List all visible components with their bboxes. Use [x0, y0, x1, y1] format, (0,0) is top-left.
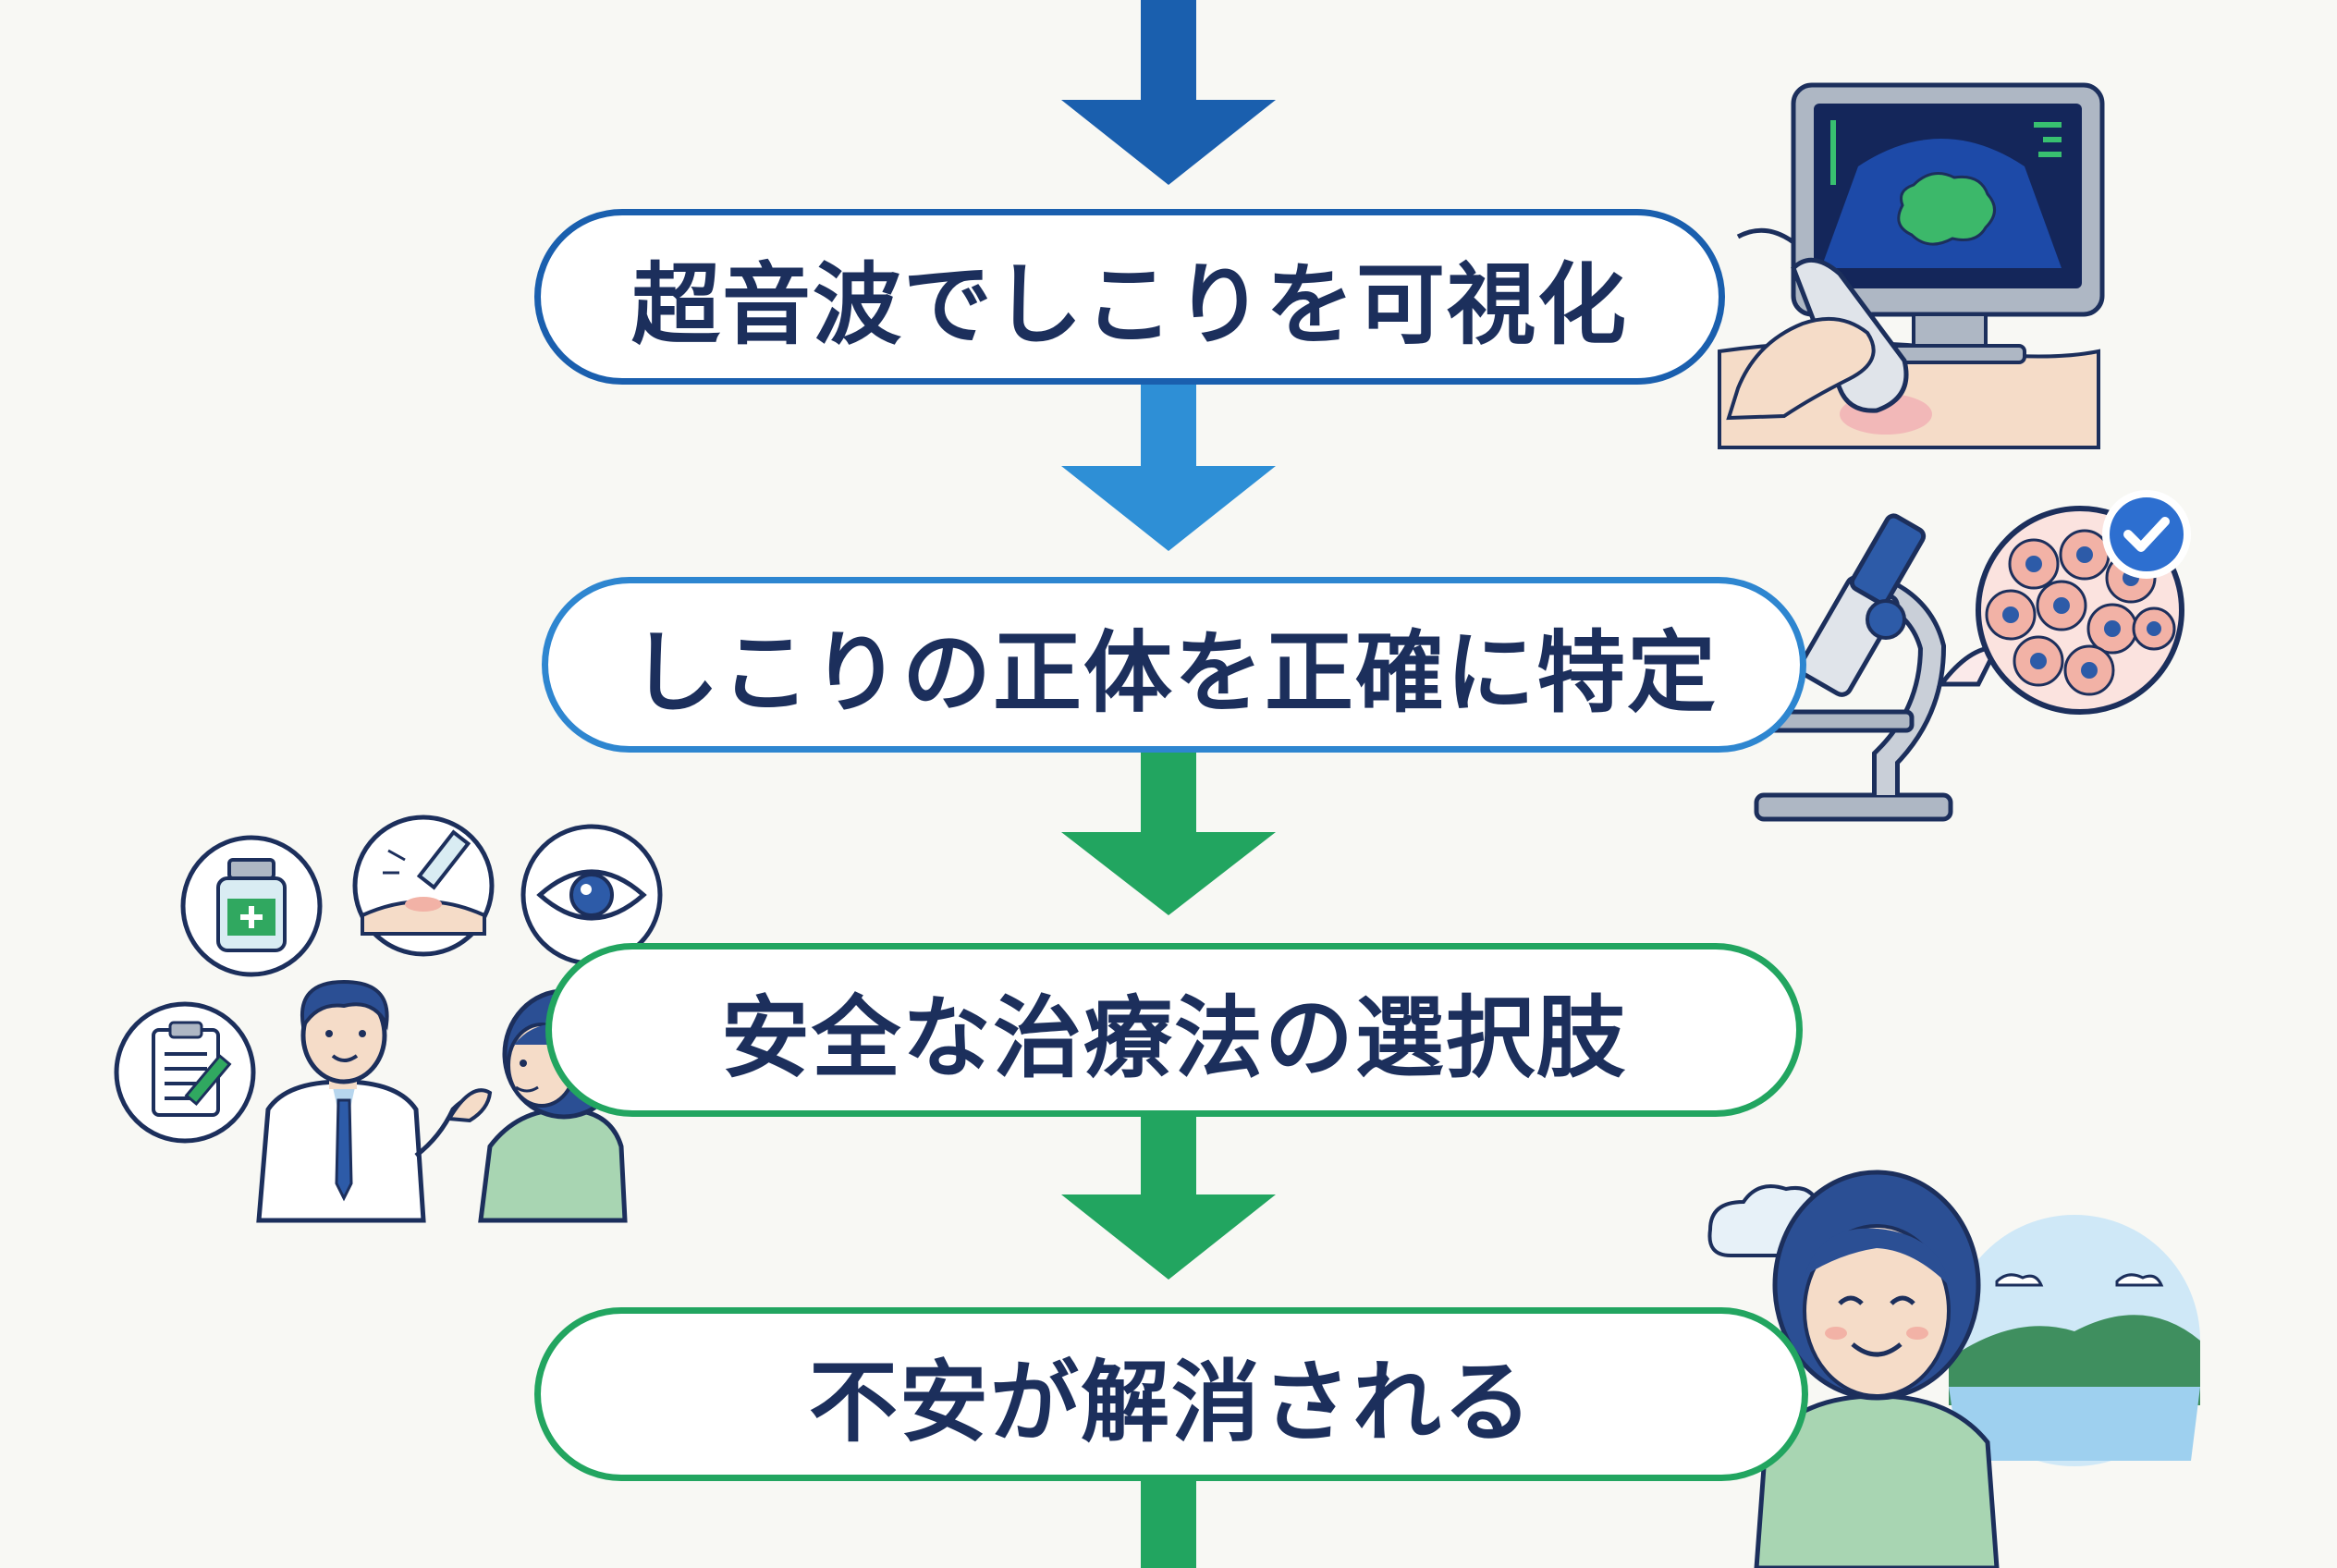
medicine-bottle-icon — [180, 835, 323, 977]
step-2-label: しこりの正体を正確に特定 — [630, 620, 1718, 725]
cells-magnified-icon — [1976, 490, 2191, 715]
step-4-box: 不安が解消される — [534, 1307, 1808, 1481]
microscope-icon — [1752, 513, 2001, 822]
ultrasound-monitor-icon — [1718, 82, 2105, 449]
doctor-icon — [256, 979, 493, 1223]
relieved-woman-icon — [1689, 1170, 2200, 1568]
arrow-down-icon — [1061, 0, 1276, 185]
injection-icon — [352, 815, 495, 957]
step-1-label: 超音波でしこりを可視化 — [631, 252, 1628, 357]
eye-icon — [520, 824, 663, 966]
clipboard-icon — [114, 1001, 256, 1144]
step-4-label: 不安が解消される — [809, 1350, 1534, 1454]
arrow-down-icon — [1061, 753, 1276, 915]
step-3-box: 安全な治療法の選択肢 — [545, 943, 1803, 1117]
arrow-down-icon — [1061, 385, 1276, 551]
arrow-down-icon — [1141, 1481, 1196, 1568]
arrow-down-icon — [1061, 1117, 1276, 1280]
step-1-box: 超音波でしこりを可視化 — [534, 209, 1725, 385]
step-3-label: 安全な治療法の選択肢 — [721, 986, 1627, 1090]
step-2-box: しこりの正体を正確に特定 — [542, 577, 1806, 753]
